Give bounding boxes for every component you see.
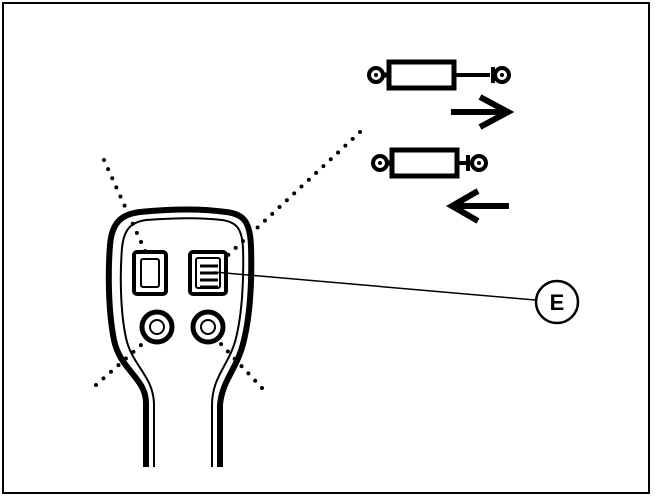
callout-label: E xyxy=(550,290,565,315)
hydraulic-cylinder-retracted-icon xyxy=(371,147,488,179)
hydraulic-cylinder-extended-icon xyxy=(367,59,511,91)
dotted-line-top-left xyxy=(102,158,152,264)
callout-leader-line xyxy=(213,271,536,301)
remote-outer-outline xyxy=(105,206,255,467)
callout-e: E xyxy=(534,279,580,325)
lined-button-icon xyxy=(188,250,228,296)
round-button-left-icon xyxy=(139,309,175,345)
arrow-right-icon xyxy=(451,94,515,130)
dotted-line-top-right xyxy=(210,130,362,272)
blank-button-icon xyxy=(132,250,168,296)
arrow-left-icon xyxy=(445,188,509,224)
figure-frame xyxy=(2,2,650,494)
remote-inner-outline xyxy=(119,217,245,467)
remote-control xyxy=(105,206,255,467)
round-button-right-icon xyxy=(190,309,226,345)
